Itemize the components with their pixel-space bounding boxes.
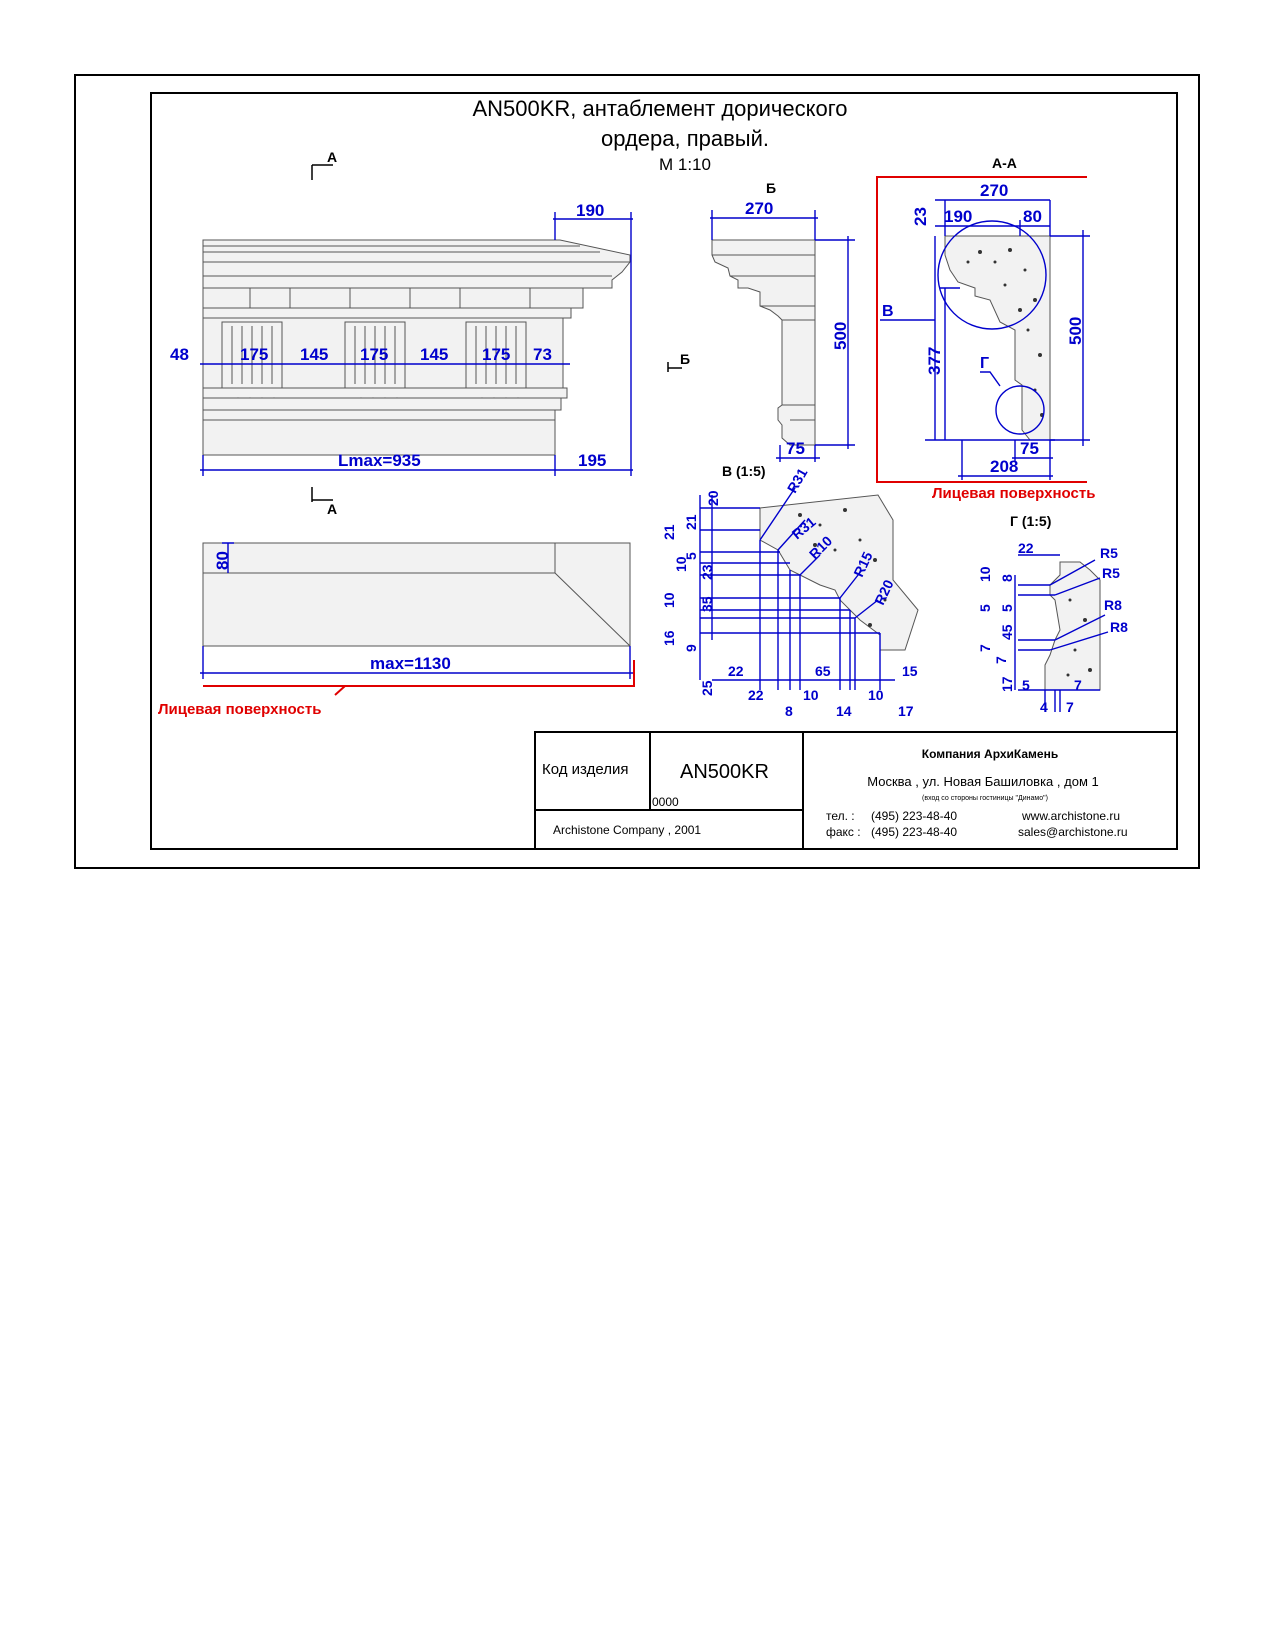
- svg-text:175: 175: [240, 345, 268, 364]
- tel-label: тел. :: [826, 809, 855, 823]
- svg-text:270: 270: [980, 181, 1008, 200]
- email-link[interactable]: sales@archistone.ru: [1018, 825, 1128, 839]
- drawing-title-line1: AN500KR, антаблемент дорического: [472, 96, 847, 121]
- svg-text:190: 190: [576, 201, 604, 220]
- svg-text:35: 35: [699, 596, 715, 612]
- side-view: Б 270 500 75 Б: [667, 180, 855, 462]
- section-mark-b-side: Б: [680, 351, 690, 367]
- svg-text:270: 270: [745, 199, 773, 218]
- svg-text:175: 175: [482, 345, 510, 364]
- svg-text:7: 7: [977, 644, 993, 652]
- svg-text:10: 10: [977, 566, 993, 582]
- plan-view: 80 max=1130 Лицевая поверхность Лицевая …: [158, 485, 1095, 718]
- svg-text:7: 7: [1074, 677, 1082, 693]
- drawing-title-line2: ордера, правый.: [601, 126, 769, 151]
- face-label-section: Лицевая поверхность: [932, 485, 1095, 502]
- fax-label: факс :: [826, 825, 861, 839]
- svg-text:500: 500: [1066, 317, 1085, 345]
- svg-text:21: 21: [661, 524, 677, 540]
- section-aa-label: А-А: [992, 155, 1017, 171]
- company-name: Компания АрхиКамень: [922, 747, 1058, 761]
- svg-text:R8: R8: [1104, 597, 1122, 613]
- svg-text:45: 45: [999, 624, 1015, 640]
- svg-text:R31: R31: [784, 465, 811, 495]
- detail-v: В (1:5) R31 R31 R10 R15 R20 20 21 21 5 1…: [661, 463, 919, 719]
- svg-text:R8: R8: [1110, 619, 1128, 635]
- svg-text:22: 22: [748, 687, 764, 703]
- svg-text:190: 190: [944, 207, 972, 226]
- plan-max: max=1130: [370, 654, 451, 673]
- drawing-scale: М 1:10: [659, 155, 711, 174]
- svg-text:5: 5: [999, 604, 1015, 612]
- section-aa: А-А 270 190 80 23 500 377 75 208 В Г: [876, 155, 1090, 483]
- svg-text:21: 21: [683, 514, 699, 530]
- title-block: Код изделия AN500KR 0000 Archistone Comp…: [534, 731, 1178, 850]
- drawing-number: 0000: [652, 795, 679, 809]
- svg-text:65: 65: [815, 663, 831, 679]
- svg-text:16: 16: [661, 630, 677, 646]
- outer-frame: [74, 74, 1200, 869]
- svg-text:80: 80: [213, 551, 232, 570]
- front-view: А: [170, 149, 633, 517]
- svg-text:10: 10: [868, 687, 884, 703]
- svg-text:175: 175: [360, 345, 388, 364]
- svg-text:17: 17: [999, 676, 1015, 692]
- circle-mark-g: Г: [980, 355, 989, 372]
- svg-text:48: 48: [170, 345, 189, 364]
- front-lmax: Lmax=935: [338, 451, 421, 470]
- address-note: (вход со стороны гостиницы "Динамо"): [922, 795, 1048, 802]
- detail-g: Г (1:5) R5 R5 R8 R8 22 8 10 5 5 45 7 7 1…: [977, 513, 1128, 715]
- svg-text:10: 10: [661, 592, 677, 608]
- svg-text:8: 8: [999, 574, 1015, 582]
- svg-text:5: 5: [977, 604, 993, 612]
- svg-text:145: 145: [300, 345, 328, 364]
- svg-text:75: 75: [1020, 439, 1039, 458]
- svg-text:7: 7: [1066, 699, 1074, 715]
- copyright: Archistone Company , 2001: [553, 823, 701, 837]
- svg-text:25: 25: [699, 680, 715, 696]
- svg-text:20: 20: [705, 490, 721, 506]
- section-mark-a-top: А: [327, 149, 337, 165]
- svg-text:377: 377: [925, 347, 944, 375]
- svg-text:R5: R5: [1102, 565, 1120, 581]
- triglyph-1: [221, 321, 283, 389]
- fax-number: (495) 223-48-40: [871, 825, 957, 839]
- svg-text:7: 7: [993, 656, 1009, 664]
- svg-text:8: 8: [785, 703, 793, 719]
- svg-text:208: 208: [990, 457, 1018, 476]
- section-mark-a-bottom: А: [327, 501, 337, 517]
- svg-text:10: 10: [673, 556, 689, 572]
- svg-text:22: 22: [1018, 540, 1034, 556]
- svg-text:5: 5: [683, 552, 699, 560]
- tel-number: (495) 223-48-40: [871, 809, 957, 823]
- detail-v-label: В (1:5): [722, 463, 766, 479]
- svg-text:500: 500: [831, 322, 850, 350]
- code-label: Код изделия: [542, 761, 628, 778]
- face-label-plan: Лицевая поверхность: [158, 701, 321, 718]
- svg-text:195: 195: [578, 451, 606, 470]
- circle-mark-v: В: [882, 303, 894, 320]
- svg-text:10: 10: [803, 687, 819, 703]
- section-mark-b-top: Б: [766, 180, 776, 196]
- detail-g-label: Г (1:5): [1010, 513, 1051, 529]
- svg-text:23: 23: [699, 564, 715, 580]
- website-link[interactable]: www.archistone.ru: [1021, 809, 1120, 823]
- svg-text:14: 14: [836, 703, 852, 719]
- svg-text:15: 15: [902, 663, 918, 679]
- svg-text:75: 75: [786, 439, 805, 458]
- svg-text:5: 5: [1022, 677, 1030, 693]
- company-address: Москва , ул. Новая Башиловка , дом 1: [867, 774, 1098, 789]
- svg-text:4: 4: [1040, 699, 1048, 715]
- svg-text:17: 17: [898, 703, 914, 719]
- svg-text:R5: R5: [1100, 545, 1118, 561]
- triglyph-2: [344, 321, 406, 389]
- svg-text:145: 145: [420, 345, 448, 364]
- svg-text:23: 23: [911, 207, 930, 226]
- svg-text:22: 22: [728, 663, 744, 679]
- svg-text:73: 73: [533, 345, 552, 364]
- svg-text:9: 9: [683, 644, 699, 652]
- svg-text:80: 80: [1023, 207, 1042, 226]
- product-code: AN500KR: [680, 761, 769, 783]
